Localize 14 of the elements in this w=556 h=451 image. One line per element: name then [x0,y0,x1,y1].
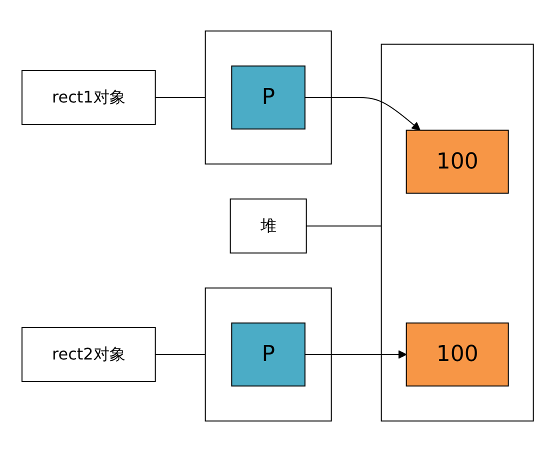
connector [306,225,382,226]
node-box: rect1对象 [22,70,156,124]
node-box: 堆 [230,198,308,253]
arrow [304,96,421,130]
node-box: 100 [406,129,510,194]
cluster [205,30,332,164]
connector [155,96,206,98]
node-box: P [232,65,306,129]
cluster [205,287,332,421]
node-box: rect2对象 [22,326,156,382]
node-box: 100 [406,322,510,386]
cluster [381,43,534,421]
node-box: P [232,322,306,386]
arrow [304,350,408,358]
